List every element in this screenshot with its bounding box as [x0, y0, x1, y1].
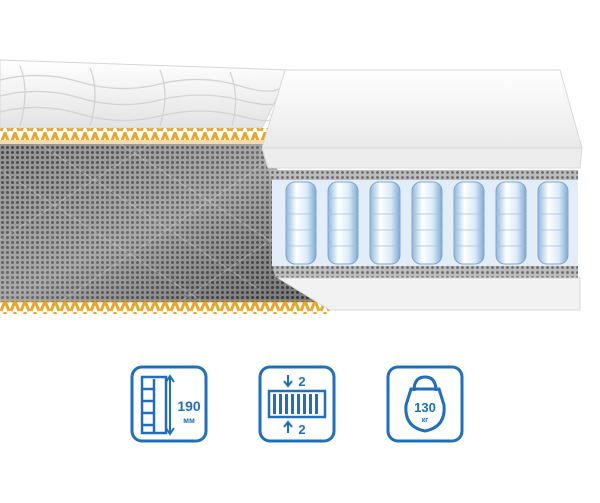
- mattress-cross-section-illustration: [0, 59, 583, 314]
- pocket-springs: [285, 181, 569, 265]
- feature-height: 190 мм: [130, 365, 208, 443]
- max-load-value: 130: [414, 400, 436, 415]
- feature-max-load: 130 кг: [386, 365, 464, 443]
- rigidity-icon: 2 2: [258, 365, 336, 443]
- height-unit: мм: [183, 416, 195, 425]
- max-load-weight-icon: 130 кг: [386, 365, 464, 443]
- rigidity-bottom-value: 2: [298, 422, 305, 437]
- max-load-unit: кг: [422, 417, 429, 424]
- rigidity-top-value: 2: [298, 374, 305, 389]
- height-icon: 190 мм: [130, 365, 208, 443]
- height-value: 190: [177, 398, 201, 414]
- feature-rigidity: 2 2: [258, 365, 336, 443]
